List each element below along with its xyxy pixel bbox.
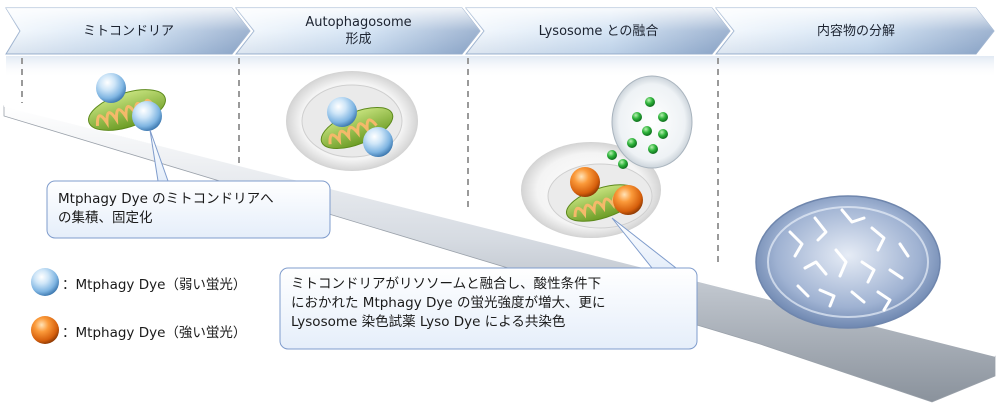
legend-strong-dye-icon [31,316,59,344]
step-label-mitochondria: ミトコンドリア [82,23,174,39]
step-label-degradation: 内容物の分解 [816,23,895,39]
strong-dye-particle [613,185,643,215]
callout-fusion [279,217,698,350]
legend-strong-dye-label: ：Mtphagy Dye（強い蛍光） [62,325,247,341]
weak-dye-particle [363,127,393,157]
degraded-fragments [788,208,910,312]
step-label-autophagosome: Autophagosome 形成 [305,15,412,47]
step-dividers [21,58,719,262]
callout-accumulation [46,129,331,239]
weak-dye-particle [96,73,126,103]
lyso-dye-particles [607,97,668,169]
strong-dye-particle [570,167,600,197]
callout-fusion-text: ミトコンドリアがリソソームと融合し、酸性条件下 におかれた Mtphagy Dy… [291,276,606,330]
weak-dye-particle [327,97,357,127]
stage2-autophagosome [286,71,418,171]
lysosome [611,75,693,169]
stage4-degradation [755,195,941,329]
weak-dye-particle [132,101,162,131]
callout-accumulation-text: Mtphagy Dye のミトコンドリアへ の集積、固定化 [58,191,274,226]
legend-weak-dye-icon [31,268,59,296]
step-header-bar [5,7,995,78]
stage3-fusion [521,75,693,238]
legend-weak-dye-label: ：Mtphagy Dye（弱い蛍光） [62,277,247,293]
stage1-mitochondrion [88,73,166,131]
step-label-lysosome-fusion: Lysosome との融合 [538,23,659,39]
